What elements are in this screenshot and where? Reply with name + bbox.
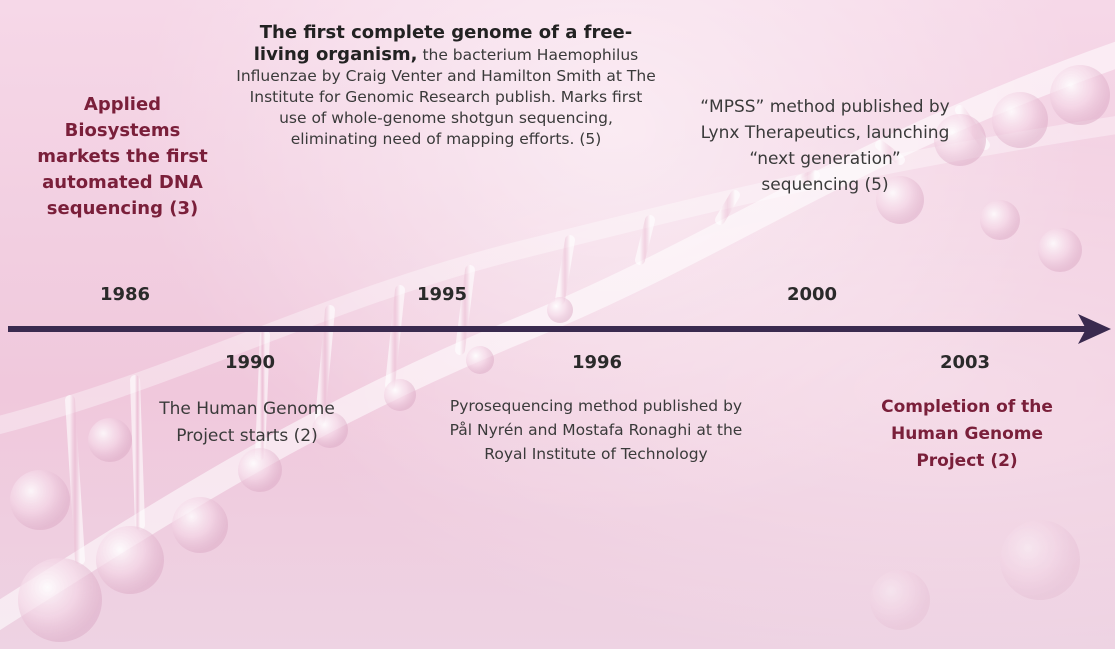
event-2000-text: “MPSS” method published by Lynx Therapeu… bbox=[700, 97, 950, 195]
year-label-1986: 1986 bbox=[65, 284, 185, 305]
event-1990-text: The Human Genome Project starts (2) bbox=[159, 399, 335, 446]
year-label-1990: 1990 bbox=[190, 352, 310, 373]
event-2003-text: Completion of the Human Genome Project (… bbox=[881, 397, 1053, 471]
year-label-1995: 1995 bbox=[382, 284, 502, 305]
year-label-2003: 2003 bbox=[905, 352, 1025, 373]
event-1996: Pyrosequencing method published by Pål N… bbox=[446, 394, 746, 466]
year-label-1996: 1996 bbox=[537, 352, 657, 373]
event-1986-text: Applied Biosystems markets the first aut… bbox=[37, 94, 208, 219]
event-1990: The Human Genome Project starts (2) bbox=[152, 396, 342, 450]
event-2000: “MPSS” method published by Lynx Therapeu… bbox=[700, 94, 950, 198]
event-1986: Applied Biosystems markets the first aut… bbox=[30, 92, 215, 222]
year-label-2000: 2000 bbox=[752, 284, 872, 305]
event-1995: The first complete genome of a free-livi… bbox=[236, 22, 656, 150]
event-1996-text: Pyrosequencing method published by Pål N… bbox=[450, 397, 743, 463]
timeline-axis bbox=[8, 311, 1115, 347]
event-2003: Completion of the Human Genome Project (… bbox=[872, 394, 1062, 475]
